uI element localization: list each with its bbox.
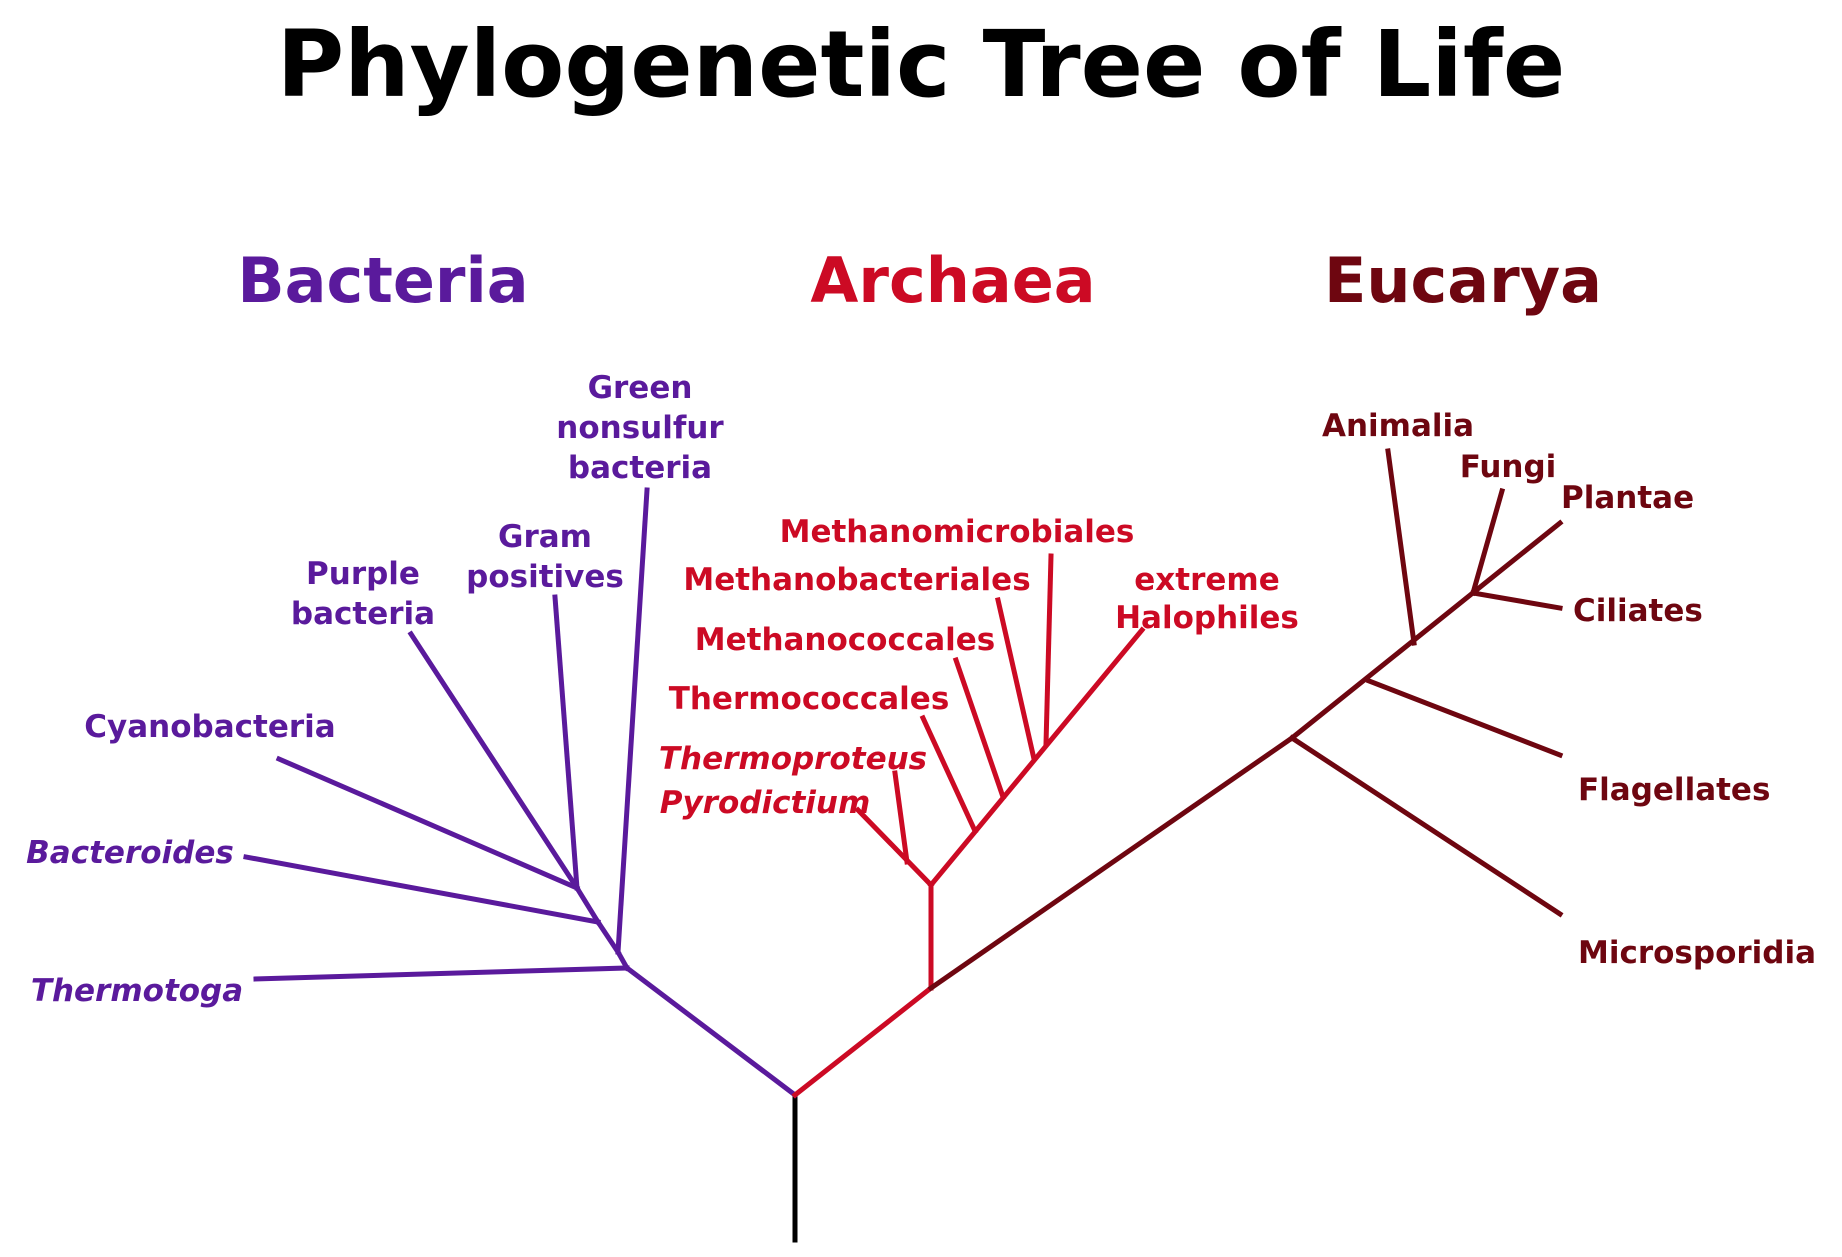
taxon-label-pyrodictium: Pyrodictium: [660, 785, 871, 821]
tree-branches: [243, 448, 1564, 1243]
taxon-label-line: Gram: [498, 519, 592, 555]
taxon-label-line: Halophiles: [1115, 600, 1299, 636]
taxon-label-methanobacteriales: Methanobacteriales: [683, 562, 1030, 598]
taxon-label-line: Methanococcales: [695, 622, 996, 658]
taxon-label-ciliates: Ciliates: [1573, 593, 1703, 629]
taxon-label-methanococcales: Methanococcales: [695, 622, 996, 658]
taxon-label-animalia: Animalia: [1322, 408, 1474, 444]
branch-fungi: [1469, 487, 1506, 597]
domain-labels: Bacteria Archaea Eucarya: [237, 244, 1602, 317]
taxon-label-line: Plantae: [1561, 480, 1694, 516]
taxon-label-line: Methanomicrobiales: [780, 514, 1135, 550]
taxon-label-line: Methanobacteriales: [683, 562, 1030, 598]
taxon-label-line: Animalia: [1322, 408, 1474, 444]
eucarya-backbone: [1288, 519, 1564, 742]
taxon-label-cyanobacteria: Cyanobacteria: [84, 709, 335, 745]
taxon-label-microsporidia: Microsporidia: [1578, 935, 1816, 971]
taxon-label-fungi: Fungi: [1460, 449, 1557, 485]
branch-methanomicrobiales: [1043, 553, 1054, 747]
taxon-label-line: Microsporidia: [1578, 935, 1816, 971]
branch-purple-bacteria: [407, 630, 581, 892]
taxon-label-thermococcales: Thermococcales: [669, 681, 950, 717]
diagram-title: Phylogenetic Tree of Life: [277, 11, 1566, 118]
taxon-label-line: Cyanobacteria: [84, 709, 335, 745]
branch-flagellates: [1365, 677, 1564, 759]
branch-animalia: [1385, 448, 1417, 646]
branch-microsporidia: [1288, 734, 1564, 918]
branch-thermotoga: [253, 965, 630, 982]
taxon-label-bacteroides: Bacteroides: [26, 835, 234, 871]
taxon-label-flagellates: Flagellates: [1578, 772, 1770, 808]
branch-thermococcales: [919, 714, 979, 835]
domain-label-eucarya: Eucarya: [1324, 244, 1602, 317]
branch-bacteroides: [243, 854, 601, 925]
archaea-main-branch: [791, 984, 935, 1099]
branch-ciliates: [1470, 590, 1563, 611]
branch-thermoproteus: [892, 770, 910, 865]
bacteria-inner-branch: [614, 948, 631, 972]
taxon-label-line: positives: [466, 559, 624, 595]
domain-label-archaea: Archaea: [810, 244, 1095, 317]
branch-pyrodictium: [854, 806, 935, 889]
taxon-label-line: nonsulfur: [556, 410, 724, 446]
taxon-label-purple-bacteria: Purple bacteria: [291, 556, 435, 632]
taxon-label-thermoproteus: Thermoproteus: [659, 741, 927, 777]
taxon-label-line: Thermococcales: [669, 681, 950, 717]
taxon-label-methanomicrobiales: Methanomicrobiales: [780, 514, 1135, 550]
taxon-label-line: Ciliates: [1573, 593, 1703, 629]
taxon-label-line: extreme: [1134, 562, 1279, 598]
taxon-label-line: Bacteroides: [26, 835, 234, 871]
domain-label-bacteria: Bacteria: [237, 244, 528, 317]
taxon-label-line: Thermoproteus: [659, 741, 927, 777]
branch-gram-positives: [552, 594, 580, 891]
taxon-label-plantae: Plantae: [1561, 480, 1694, 516]
bacteria-inner-branch-3: [573, 884, 602, 926]
taxon-label-line: Green: [588, 370, 693, 406]
bacteria-main-branch: [623, 964, 799, 1099]
branch-methanococcales: [952, 656, 1007, 801]
taxon-label-line: Purple: [306, 556, 420, 592]
taxon-label-line: Flagellates: [1578, 772, 1770, 808]
bacteria-inner-branch-2: [594, 918, 622, 956]
archaea-backbone: [927, 626, 1146, 889]
branch-green-nonsulfur: [615, 487, 650, 955]
eucarya-main-branch: [927, 734, 1296, 992]
taxon-label-line: Pyrodictium: [660, 785, 871, 821]
taxon-label-gram-positives: Gram positives: [466, 519, 624, 595]
branch-cyanobacteria: [275, 755, 581, 892]
taxon-label-line: Fungi: [1460, 449, 1557, 485]
taxon-label-thermotoga: Thermotoga: [31, 973, 243, 1009]
branch-methanobacteriales: [995, 597, 1037, 762]
taxon-label-line: bacteria: [568, 450, 712, 486]
taxon-label-green-nonsulfur-bacteria: Green nonsulfur bacteria: [556, 370, 724, 486]
taxon-label-line: bacteria: [291, 596, 435, 632]
taxon-label-line: Thermotoga: [31, 973, 243, 1009]
